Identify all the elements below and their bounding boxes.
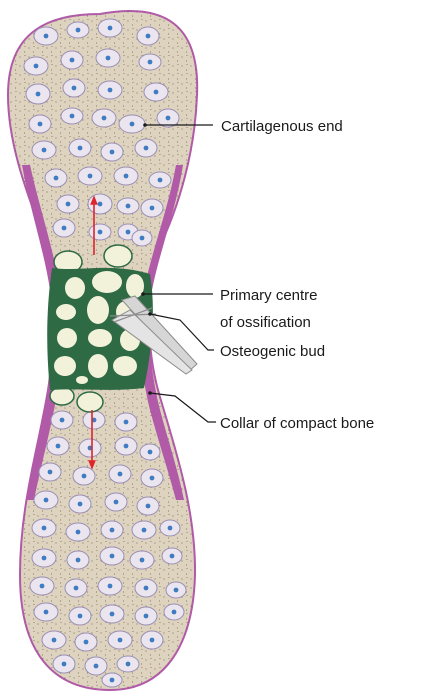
chondrocyte-nucleus (34, 64, 39, 69)
chondrocyte-nucleus (166, 116, 171, 121)
chondrocyte-nucleus (82, 474, 87, 479)
chondrocyte-nucleus (146, 34, 151, 39)
chondrocyte-nucleus (42, 148, 47, 153)
chondrocyte-nucleus (168, 526, 173, 531)
chondrocyte-nucleus (130, 122, 135, 127)
label-primary-centre-line1: Primary centre (220, 287, 318, 304)
label-collar-of-compact-bone: Collar of compact bone (220, 415, 374, 432)
chondrocyte-nucleus (52, 638, 57, 643)
chondrocyte-nucleus (146, 504, 151, 509)
chondrocyte-nucleus (142, 528, 147, 533)
chondrocyte-nucleus (66, 202, 71, 207)
chondrocyte-nucleus (44, 498, 49, 503)
chondrocyte-nucleus (78, 614, 83, 619)
chondrocyte-nucleus (148, 450, 153, 455)
chondrocyte-nucleus (76, 558, 81, 563)
chondrocyte-nucleus (70, 114, 75, 119)
chondrocyte-nucleus (144, 586, 149, 591)
label-primary-centre-line2: of ossification (220, 314, 311, 331)
chondrocyte-nucleus (38, 122, 43, 127)
chondrocyte-nucleus (74, 586, 79, 591)
chondrocyte-nucleus (118, 472, 123, 477)
chondrocyte-nucleus (148, 60, 153, 65)
chondrocyte-nucleus (126, 204, 131, 209)
label-osteogenic-bud: Osteogenic bud (220, 343, 325, 360)
chondrocyte-nucleus (110, 554, 115, 559)
chondrocyte-nucleus (144, 614, 149, 619)
chondrocyte-nucleus (108, 584, 113, 589)
chondrocyte-nucleus (70, 58, 75, 63)
chondrocyte-nucleus (42, 556, 47, 561)
chondrocyte-nucleus (78, 502, 83, 507)
chondrocyte-nucleus (56, 444, 61, 449)
chondrocyte-nucleus (170, 554, 175, 559)
chondrocyte-nucleus (84, 640, 89, 645)
chondrocyte-nucleus (42, 526, 47, 531)
chondrocyte-nucleus (48, 470, 53, 475)
chondrocyte-nucleus (40, 584, 45, 589)
chondrocyte-nucleus (154, 90, 159, 95)
chondrocyte-nucleus (36, 92, 41, 97)
chondrocyte-nucleus (118, 638, 123, 643)
chondrocyte-nucleus (62, 226, 67, 231)
chondrocyte-nucleus (44, 34, 49, 39)
chondrocyte-nucleus (110, 150, 115, 155)
chondrocyte-nucleus (150, 206, 155, 211)
chondrocyte-nucleus (114, 500, 119, 505)
chondrocyte-nucleus (110, 528, 115, 533)
chondrocyte-nucleus (144, 146, 149, 151)
chondrocyte-nucleus (76, 28, 81, 33)
chondrocyte-nucleus (98, 202, 103, 207)
chondrocyte-nucleus (174, 588, 179, 593)
chondrocyte-nucleus (172, 610, 177, 615)
chondrocyte-nucleus (106, 56, 111, 61)
chondrocyte-nucleus (88, 174, 93, 179)
chondrocyte-nucleus (94, 664, 99, 669)
chondrocyte-nucleus (44, 610, 49, 615)
chondrocyte-nucleus (108, 88, 113, 93)
chondrocyte-nucleus (78, 146, 83, 151)
chondrocyte-nucleus (76, 530, 81, 535)
chondrocyte-nucleus (108, 26, 113, 31)
chondrocyte-nucleus (54, 176, 59, 181)
chondrocyte-nucleus (124, 444, 129, 449)
chondrocyte-nucleus (102, 116, 107, 121)
chondrocyte-nucleus (110, 678, 115, 683)
chondrocyte-nucleus (158, 178, 163, 183)
label-cartilagenous-end: Cartilagenous end (221, 118, 343, 135)
chondrocyte-nucleus (140, 236, 145, 241)
chondrocyte-nucleus (62, 662, 67, 667)
chondrocyte-nucleus (124, 420, 129, 425)
chondrocyte-nucleus (98, 230, 103, 235)
chondrocyte-nucleus (110, 612, 115, 617)
chondrocyte-nucleus (60, 418, 65, 423)
chondrocyte-nucleus (150, 638, 155, 643)
chondrocyte-nucleus (150, 476, 155, 481)
chondrocyte-nucleus (126, 662, 131, 667)
chondrocyte-nucleus (124, 174, 129, 179)
chondrocyte-nucleus (126, 230, 131, 235)
chondrocyte-nucleus (72, 86, 77, 91)
chondrocyte-nucleus (140, 558, 145, 563)
